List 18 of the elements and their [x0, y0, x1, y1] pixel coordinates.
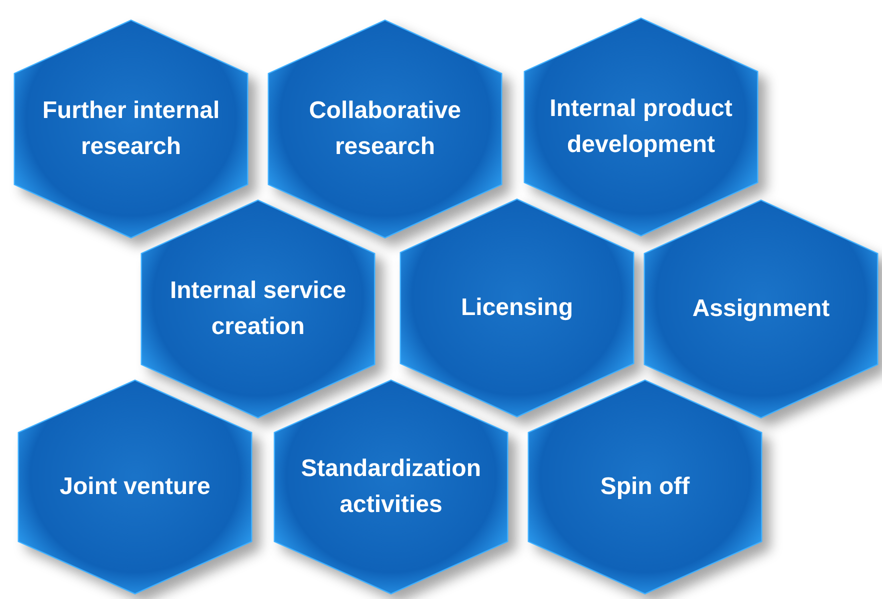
hexagon-node [522, 16, 760, 238]
hexagon-node [526, 378, 764, 596]
hexagon-node [642, 198, 880, 420]
node-label: Standardization activities [300, 454, 482, 520]
node-label: Collaborative research [308, 96, 462, 162]
node-label: Internal service creation [168, 276, 348, 342]
hexagon-node [398, 197, 636, 419]
node-label: Spin off [600, 472, 690, 502]
hexagon-node [139, 198, 377, 420]
hexagon-node [266, 18, 504, 240]
node-label: Assignment [692, 294, 830, 324]
node-label: Further internal research [41, 96, 221, 162]
node-label: Licensing [460, 293, 574, 323]
hexagon-node [272, 378, 510, 596]
node-label: Joint venture [60, 472, 210, 502]
node-label: Internal product development [548, 94, 734, 160]
hexagon-node [12, 18, 250, 240]
hexagon-node [16, 378, 254, 596]
